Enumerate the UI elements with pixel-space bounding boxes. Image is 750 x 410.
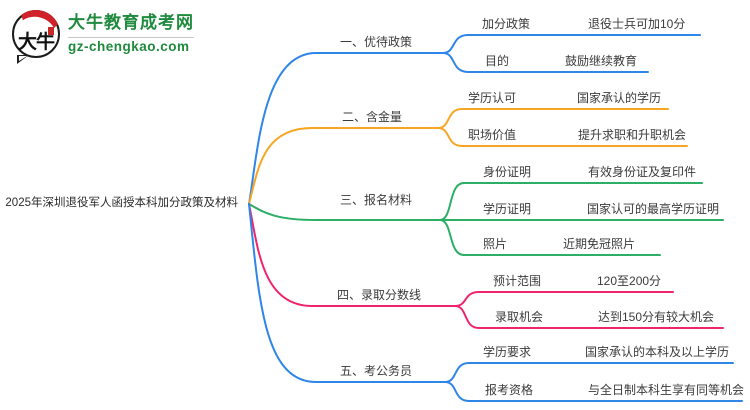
leaf-label: 身份证明 <box>483 165 532 179</box>
leaf-value: 近期免冠照片 <box>563 237 636 251</box>
leaf-value: 达到150分有较大机会 <box>598 310 715 324</box>
leaf-label: 预计范围 <box>493 274 542 288</box>
branch-node-2: 二、含金量 <box>342 110 403 124</box>
leaf-label: 职场价值 <box>468 128 517 142</box>
leaf-value: 国家承认的学历 <box>577 91 662 105</box>
leaf-label: 目的 <box>485 54 510 68</box>
leaf-label: 学历要求 <box>483 345 532 359</box>
leaf-value: 国家认可的最高学历证明 <box>587 202 720 216</box>
leaf-value: 鼓励继续教育 <box>565 54 638 68</box>
leaf-label: 加分政策 <box>482 17 531 31</box>
brand-name: 大牛教育成考网 <box>68 13 194 33</box>
branch-node-5: 五、考公务员 <box>340 364 413 378</box>
leaf-value: 有效身份证及复印件 <box>588 165 697 179</box>
logo-characters: 大牛 <box>17 31 55 53</box>
branch-node-4: 四、录取分数线 <box>337 288 422 302</box>
branch-4-lines <box>248 203 724 329</box>
branch-node-3: 三、报名材料 <box>340 193 413 207</box>
root-node-title: 2025年深圳退役军人函授本科加分政策及材料 <box>5 197 238 209</box>
branch-1-lines <box>248 34 701 205</box>
brand-domain: gz-chengkao.com <box>68 36 194 55</box>
branch-5-lines <box>248 203 743 402</box>
branch-node-1: 一、优待政策 <box>340 35 413 49</box>
leaf-value: 与全日制本科生享有同等机会 <box>588 383 745 397</box>
branch-2-lines <box>248 108 688 205</box>
leaf-label: 照片 <box>483 237 508 251</box>
leaf-value: 120至200分 <box>597 274 662 288</box>
logo-bubble-tail-icon <box>17 55 29 64</box>
leaf-value: 提升求职和升职机会 <box>578 128 687 142</box>
leaf-label: 报考资格 <box>485 383 534 397</box>
logo-text: 大牛教育成考网 gz-chengkao.com <box>68 13 194 54</box>
logo-bubble-icon: 大牛 <box>6 4 66 64</box>
site-logo: 大牛 大牛教育成考网 gz-chengkao.com <box>6 4 194 64</box>
leaf-value: 退役士兵可加10分 <box>588 17 686 31</box>
leaf-value: 国家承认的本科及以上学历 <box>585 345 730 359</box>
leaf-label: 学历认可 <box>468 91 517 105</box>
logo-seal-icon <box>48 27 54 35</box>
leaf-label: 录取机会 <box>495 310 544 324</box>
leaf-label: 学历证明 <box>483 202 532 216</box>
branch-3-lines <box>248 182 724 256</box>
